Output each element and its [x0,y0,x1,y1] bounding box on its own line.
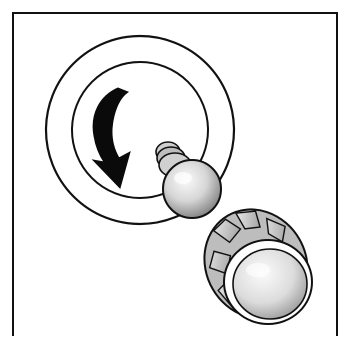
bulb-removal-illustration [0,0,346,343]
diagram-canvas [0,0,346,343]
